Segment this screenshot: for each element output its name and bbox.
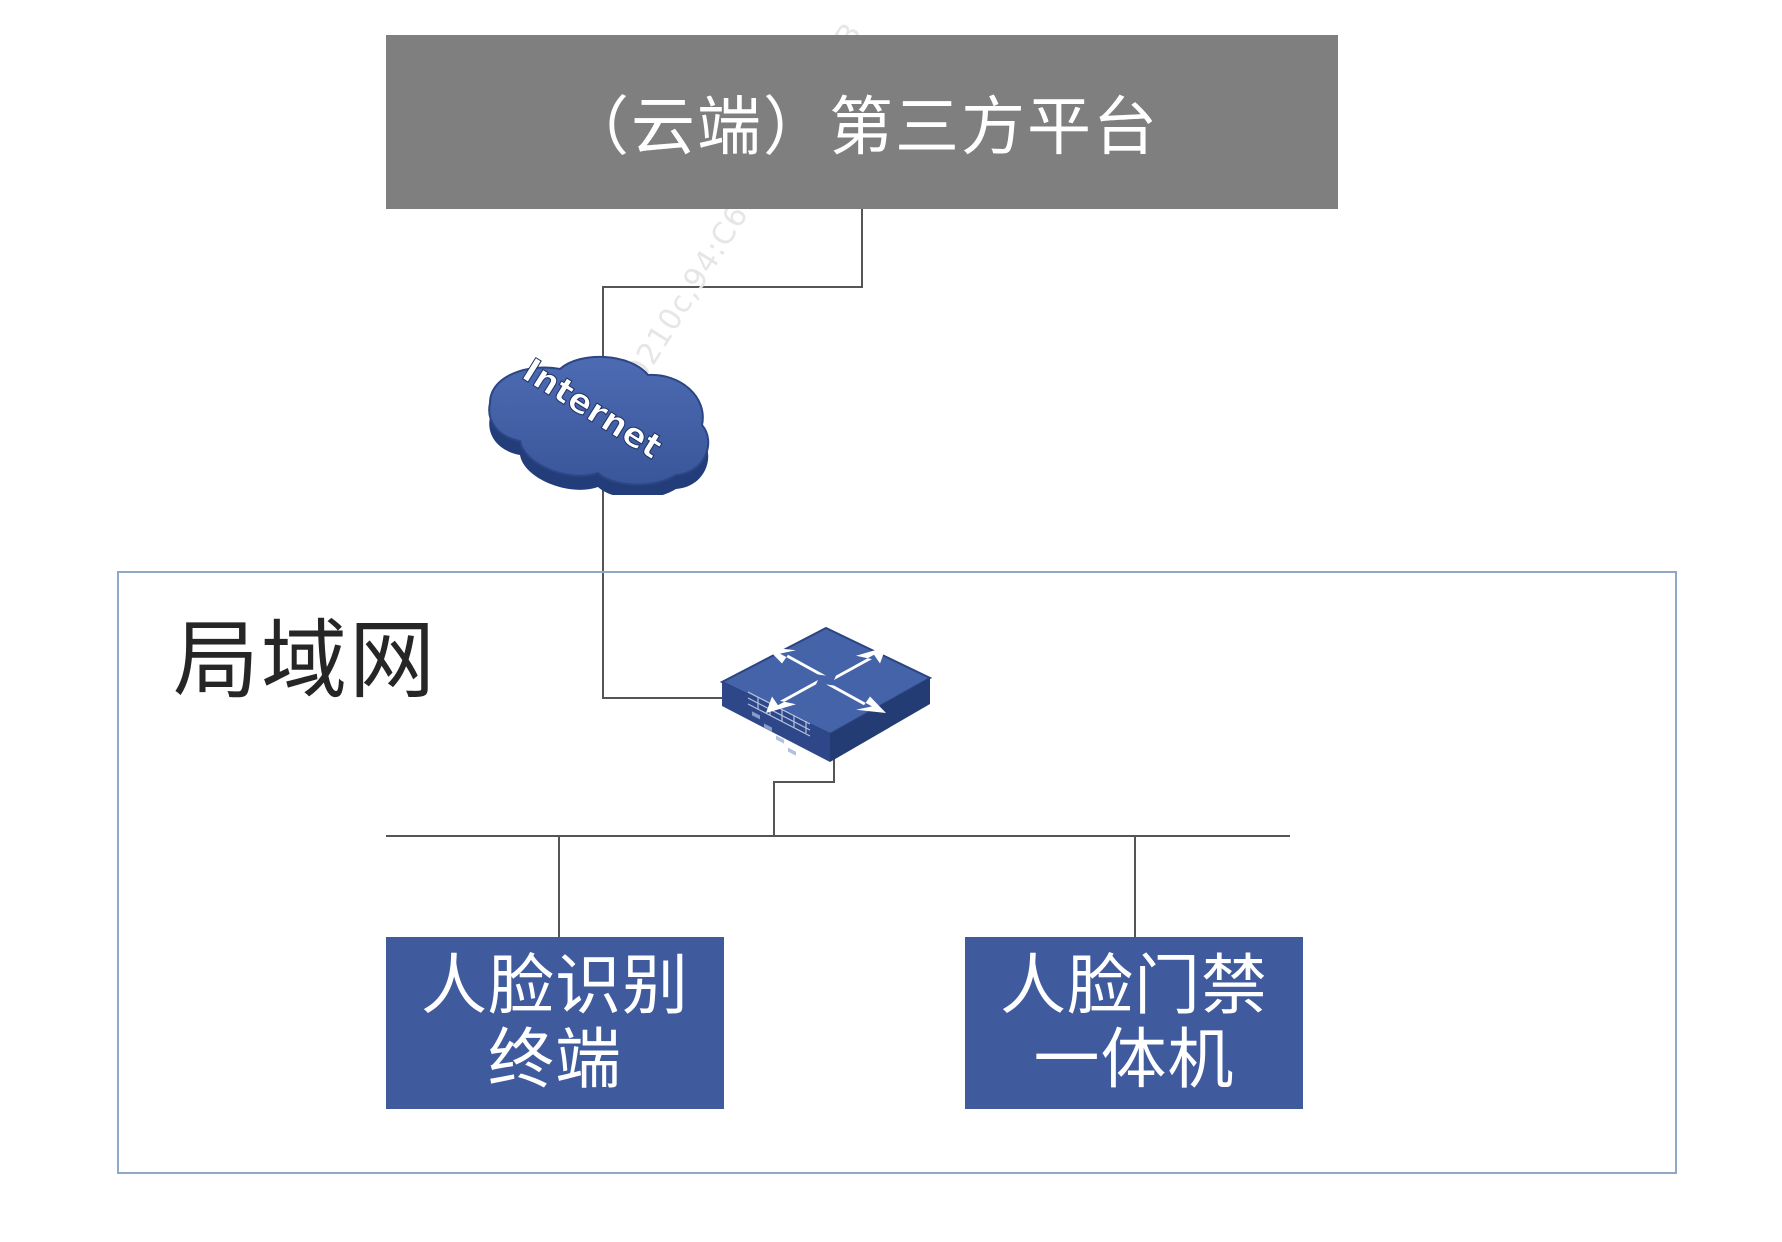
platform-link	[602, 209, 863, 368]
internet-switch-link	[602, 480, 722, 699]
switch-bus-link	[773, 758, 835, 836]
switch-icon	[719, 626, 933, 762]
face-access-control-box: 人脸门禁 一体机	[965, 937, 1303, 1109]
device-1-line2: 终端	[488, 1021, 622, 1098]
cloud-platform-box: （云端）第三方平台	[386, 35, 1338, 209]
face-recognition-terminal-box: 人脸识别 终端	[386, 937, 724, 1109]
device-2-line1: 人脸门禁	[1000, 947, 1268, 1024]
device-2-line2: 一体机	[1033, 1021, 1235, 1098]
cloud-platform-label: （云端）第三方平台	[565, 91, 1159, 165]
lan-label: 局域网	[173, 611, 437, 711]
lan-boundary	[117, 571, 1677, 1174]
internet-cloud-icon: Internet	[488, 350, 710, 495]
device-1-line1: 人脸识别	[421, 947, 689, 1024]
